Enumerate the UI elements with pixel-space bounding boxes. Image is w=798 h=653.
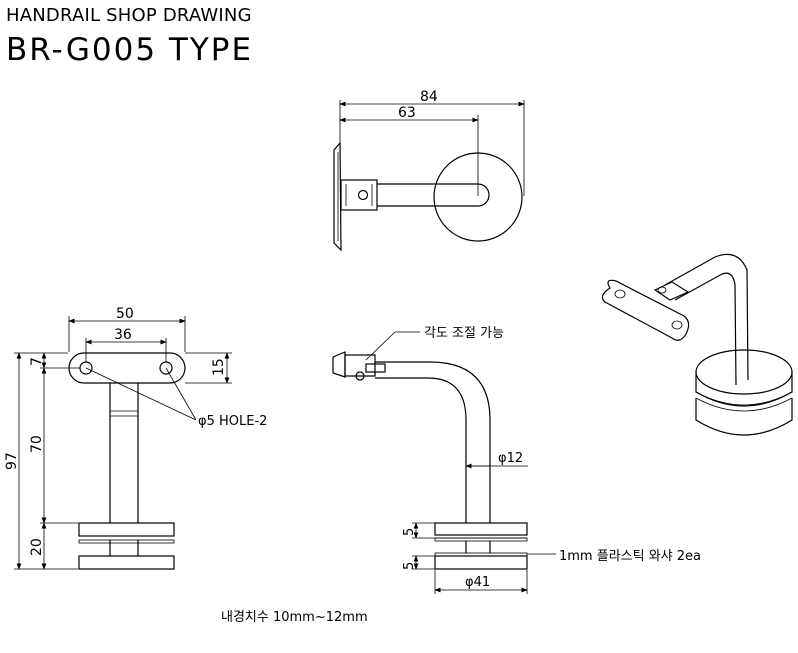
side-tube-dia: φ12 (498, 451, 523, 466)
side-washer-note: 1mm 플라스틱 와샤 2ea (559, 549, 701, 564)
top-dim-overall: 84 (420, 89, 438, 105)
front-view: 50 36 15 97 7 70 20 φ5 HOLE-2 (4, 306, 267, 570)
front-dim-total-height: 97 (4, 452, 20, 470)
iso-base-top (695, 349, 793, 395)
top-dim-offset: 63 (398, 105, 416, 121)
side-view: 각도 조절 가능 φ12 5 5 1mm 플라스틱 와샤 2ea φ41 (332, 326, 701, 594)
side-base-upper (434, 522, 528, 536)
front-dim-hole-spacing: 36 (114, 327, 132, 343)
top-arm (377, 183, 490, 207)
inner-dia-note: 내경치수 10mm~12mm (221, 610, 368, 625)
side-bent-tube (375, 361, 491, 523)
side-wall-bracket (332, 351, 346, 378)
front-dim-width: 50 (116, 306, 134, 322)
drawing-title: BR-G005 TYPE (6, 32, 254, 68)
top-view: 84 63 (333, 89, 525, 252)
front-dim-base: 20 (29, 538, 45, 556)
top-wall-plate (333, 141, 342, 252)
front-dim-plate-top: 7 (29, 357, 45, 366)
side-base-dia: φ41 (465, 575, 490, 590)
top-bracket-block (340, 179, 378, 211)
side-angle-note: 각도 조절 가능 (424, 326, 504, 341)
isometric-view (601, 253, 793, 436)
side-washer-thk-2: 5 (402, 562, 417, 570)
side-washer-thk-1: 5 (402, 528, 417, 536)
side-base-lower (434, 555, 528, 570)
iso-mount-plate (601, 279, 690, 341)
front-base-lower (78, 555, 175, 570)
top-bracket-hole (357, 189, 369, 201)
front-hole-note: φ5 HOLE-2 (198, 414, 267, 429)
iso-tube (664, 253, 749, 381)
front-dim-plate-height: 15 (211, 358, 227, 376)
drawing-subtitle: HANDRAIL SHOP DRAWING (6, 5, 252, 26)
front-base-upper (78, 522, 175, 537)
front-dim-arm: 70 (29, 435, 45, 453)
